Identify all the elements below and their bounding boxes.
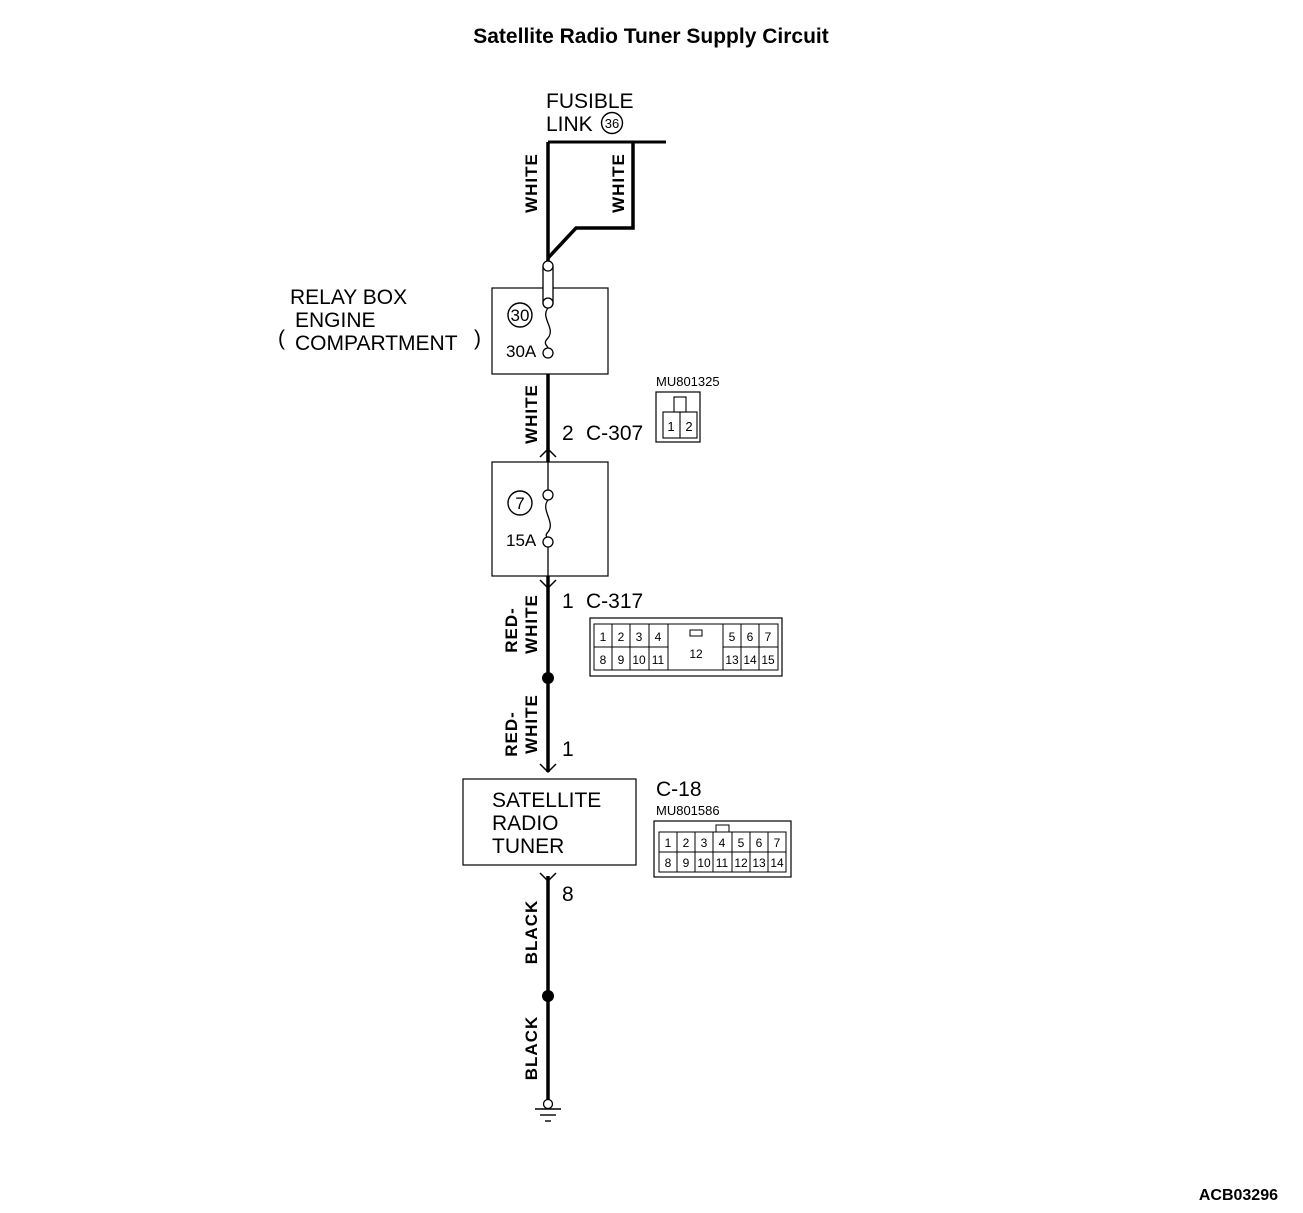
relay-box-open-paren: ( <box>278 327 285 350</box>
c307-pin-1: 1 <box>667 419 674 434</box>
fusible-link-label: FUSIBLE LINK 36 <box>546 90 634 136</box>
c18-pin-6: 6 <box>756 836 763 850</box>
tuner-label-1: SATELLITE <box>492 789 601 812</box>
c18-pin-4: 4 <box>719 836 726 850</box>
wire-label-black-1: BLACK <box>522 900 541 965</box>
c307-name: C-307 <box>586 422 643 445</box>
c18-pin-3: 3 <box>701 836 708 850</box>
tuner-label-3: TUNER <box>492 835 564 858</box>
fuse30-number-circle <box>507 302 533 328</box>
c307-pin: 2 <box>562 422 574 445</box>
c18-pin-11: 11 <box>716 856 729 870</box>
fuse30-terminal-top <box>542 297 554 309</box>
c18-pin-14: 14 <box>770 856 784 870</box>
wire-label-white-1: WHITE <box>522 153 541 213</box>
wire-label-black-2: BLACK <box>522 1016 541 1081</box>
c18-name: C-18 <box>656 778 702 801</box>
fuse7-terminal-bottom <box>542 536 554 548</box>
fusible-link-terminal-top <box>542 260 554 272</box>
relay-box-label-2: ENGINE <box>295 309 376 332</box>
wire-label-red-2a: RED- <box>502 711 521 757</box>
c18-pin-5: 5 <box>738 836 745 850</box>
c317-pin-9: 9 <box>618 653 625 667</box>
c18-pin-13: 13 <box>752 856 766 870</box>
fuse30-element <box>544 307 551 349</box>
fusible-link-line1: FUSIBLE <box>546 90 634 113</box>
c317-pin-4: 4 <box>655 630 662 644</box>
c317-pin-14: 14 <box>743 653 757 667</box>
c18-pin-1: 1 <box>665 836 672 850</box>
fusible-link-line2: LINK <box>546 113 593 136</box>
c317-pin: 1 <box>562 590 574 613</box>
c317-pin-15: 15 <box>761 653 775 667</box>
wire-label-red-1b: WHITE <box>522 594 541 654</box>
c317-pin-5: 5 <box>729 630 736 644</box>
fuse7-terminal-top <box>542 489 554 501</box>
c18-pin-2: 2 <box>683 836 690 850</box>
c317-pin-7: 7 <box>765 630 772 644</box>
wire-white-branch <box>546 142 635 260</box>
c317-pin-1: 1 <box>600 630 607 644</box>
c317-pin-6: 6 <box>747 630 754 644</box>
fusible-link-number: 36 <box>605 116 619 131</box>
relay-box-label-3: COMPARTMENT <box>295 332 458 355</box>
wire-label-red-2b: WHITE <box>522 694 541 754</box>
c18-pin-in: 1 <box>562 738 574 761</box>
fuse30-number: 30 <box>511 306 530 325</box>
wire-label-red-1a: RED- <box>502 607 521 653</box>
c18-pin-9: 9 <box>683 856 690 870</box>
c18-pin-8: 8 <box>665 856 672 870</box>
fuse7-rating: 15A <box>506 531 537 550</box>
c317-pin-13: 13 <box>725 653 739 667</box>
ground-icon <box>535 1098 561 1122</box>
wire-label-white-3: WHITE <box>522 384 541 444</box>
fuse30-terminal-bottom <box>542 347 554 359</box>
c317-connector-face: 1 2 3 4 5 6 7 8 9 10 11 12 13 14 15 <box>589 617 783 677</box>
junction-fuse-box <box>491 461 609 577</box>
fusible-link-number-circle <box>600 111 624 135</box>
c18-pin-12: 12 <box>734 856 748 870</box>
c18-connector-face: 1 2 3 4 5 6 7 8 9 10 11 12 13 14 <box>653 820 792 878</box>
wire-label-white-2: WHITE <box>609 153 628 213</box>
tuner-label-2: RADIO <box>492 812 559 835</box>
c18-pin-10: 10 <box>697 856 711 870</box>
c18-pin-out: 8 <box>562 883 574 906</box>
fuse30-rating: 30A <box>506 342 537 361</box>
c18-part: MU801586 <box>656 803 720 818</box>
c317-name: C-317 <box>586 590 643 613</box>
c317-pin-10: 10 <box>632 653 646 667</box>
fuse7-number: 7 <box>515 494 524 513</box>
c307-part: MU801325 <box>656 374 720 389</box>
c18-pin-7: 7 <box>774 836 781 850</box>
c317-pin-11: 11 <box>652 653 665 667</box>
diagram-title: Satellite Radio Tuner Supply Circuit <box>473 25 829 48</box>
c317-pin-2: 2 <box>618 630 625 644</box>
c317-pin-3: 3 <box>636 630 643 644</box>
fuse7-number-circle <box>507 490 533 516</box>
c307-connector-face: 1 2 <box>655 391 701 443</box>
relay-box-close-paren: ) <box>474 327 481 350</box>
figure-id: ACB03296 <box>1199 1187 1278 1204</box>
c317-pin-8: 8 <box>600 653 607 667</box>
c317-pin-12: 12 <box>689 647 703 661</box>
c307-pin-2: 2 <box>685 419 692 434</box>
relay-box-label-1: RELAY BOX <box>290 286 407 309</box>
satellite-radio-tuner <box>462 778 637 866</box>
c18-connector-mark-in <box>539 763 557 774</box>
